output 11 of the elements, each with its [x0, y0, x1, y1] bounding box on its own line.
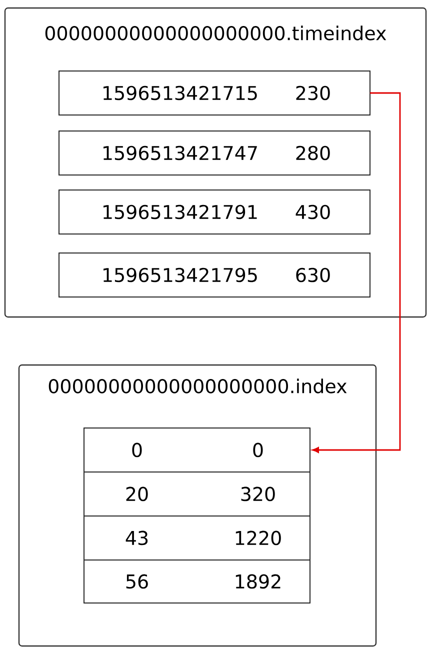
- entry-row: 56 1892: [84, 560, 310, 604]
- arrow: [312, 92, 401, 453]
- entry-row: 43 1220: [84, 516, 310, 560]
- entry-row: 1596513421715 230: [58, 70, 370, 116]
- file-name: 00000000000000000000.index: [48, 378, 347, 394]
- entry-row: 1596513421795 630: [58, 252, 370, 298]
- entry-row: 0 0: [84, 428, 310, 472]
- entry-row: 1596513421747 280: [58, 130, 370, 176]
- entry-row: 20 320: [84, 472, 310, 516]
- entry-row: 1596513421791 430: [58, 190, 370, 234]
- file-name: 00000000000000000000.timeindex: [45, 26, 386, 40]
